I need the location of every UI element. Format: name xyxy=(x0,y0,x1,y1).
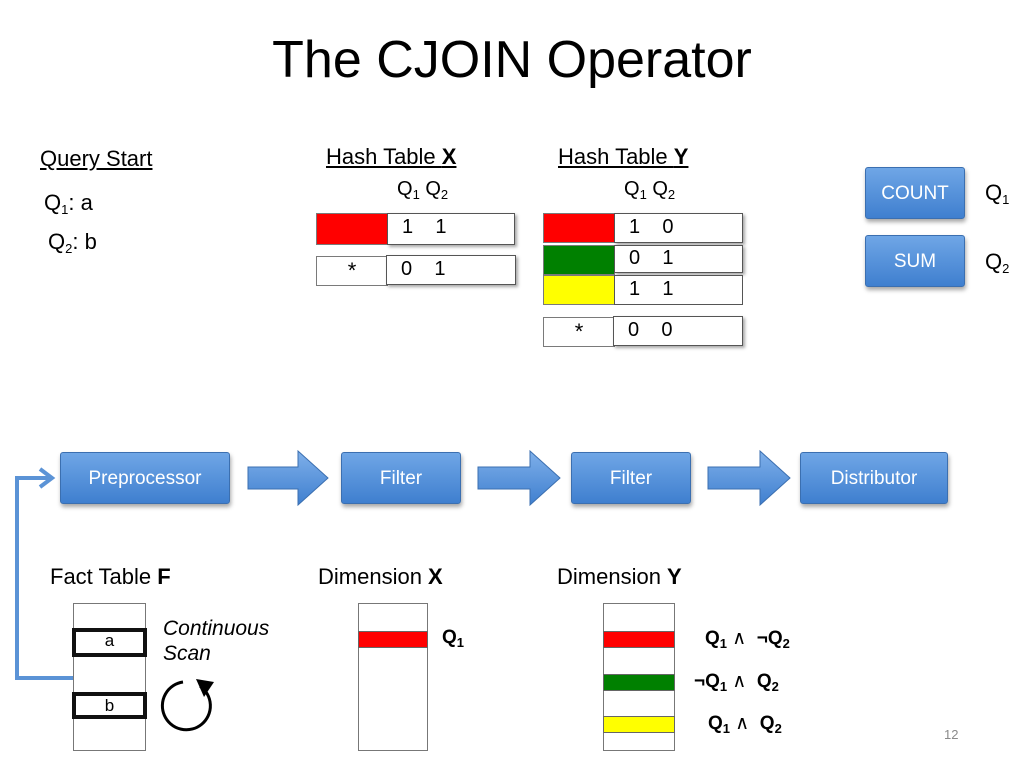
hash-table-y-heading: Hash Table Y xyxy=(558,144,689,169)
fact-table-heading: Fact Table F xyxy=(50,564,171,589)
preprocessor-box: Preprocessor xyxy=(60,452,230,504)
dimension-x-column xyxy=(358,603,428,751)
distributor-box: Distributor xyxy=(800,452,948,504)
hash-table-y-column-headers: Q1 Q2 xyxy=(624,178,676,202)
hash-key-cell: * xyxy=(316,256,388,286)
continuous-scan-icon xyxy=(160,680,212,732)
dimension-y-heading: Dimension Y xyxy=(557,564,682,589)
dimension-y-predicate-3: Q1 ∧ Q2 xyxy=(708,713,782,736)
sum-query-label: Q2 xyxy=(985,249,1010,276)
sum-aggregate-box: SUM xyxy=(865,235,965,287)
hash-values-cell: 1 1 xyxy=(387,213,515,245)
dimension-x-bar-red xyxy=(358,631,428,648)
hash-values-cell: 1 1 xyxy=(614,275,743,305)
fact-row-b: b xyxy=(72,692,147,719)
hash-key-cell xyxy=(543,213,615,243)
hash-values-cell: 0 0 xyxy=(613,316,743,346)
query-start-item-q2: Q2: b xyxy=(48,229,97,256)
hash-key-cell: * xyxy=(543,317,615,347)
dimension-y-bar-yellow xyxy=(603,716,675,733)
dimension-y-predicate-2: ¬Q1 ∧ Q2 xyxy=(694,671,779,694)
pipeline-arrow-3 xyxy=(707,449,791,507)
page-title: The CJOIN Operator xyxy=(272,31,752,89)
hash-values-cell: 0 1 xyxy=(614,245,743,273)
hash-key-cell xyxy=(543,245,615,275)
dimension-y-predicate-1: Q1 ∧ ¬Q2 xyxy=(705,628,790,651)
hash-key-cell xyxy=(316,213,388,245)
dimension-x-heading: Dimension X xyxy=(318,564,443,589)
count-aggregate-box: COUNT xyxy=(865,167,965,219)
pipeline-arrow-2 xyxy=(477,449,561,507)
continuous-scan-label: Continuous Scan xyxy=(163,617,270,665)
hash-values-cell: 0 1 xyxy=(386,255,516,285)
fact-row-a: a xyxy=(72,628,147,657)
filter-y-box: Filter xyxy=(571,452,691,504)
page-number: 12 xyxy=(944,727,959,742)
feedback-arrow xyxy=(15,476,74,680)
dimension-y-bar-green xyxy=(603,674,675,691)
query-start-item-q1: Q1: a xyxy=(44,190,93,217)
query-start-heading: Query Start xyxy=(40,146,153,171)
count-query-label: Q1 xyxy=(985,180,1010,207)
pipeline-arrow-1 xyxy=(247,449,329,507)
hash-table-x-heading: Hash Table X xyxy=(326,144,457,169)
hash-values-cell: 1 0 xyxy=(614,213,743,243)
filter-x-box: Filter xyxy=(341,452,461,504)
dimension-y-bar-red xyxy=(603,631,675,648)
feedback-arrowhead xyxy=(38,467,56,489)
fact-table-column xyxy=(73,603,146,751)
hash-table-x-column-headers: Q1 Q2 xyxy=(397,178,449,202)
dimension-x-bar-label: Q1 xyxy=(442,627,465,650)
